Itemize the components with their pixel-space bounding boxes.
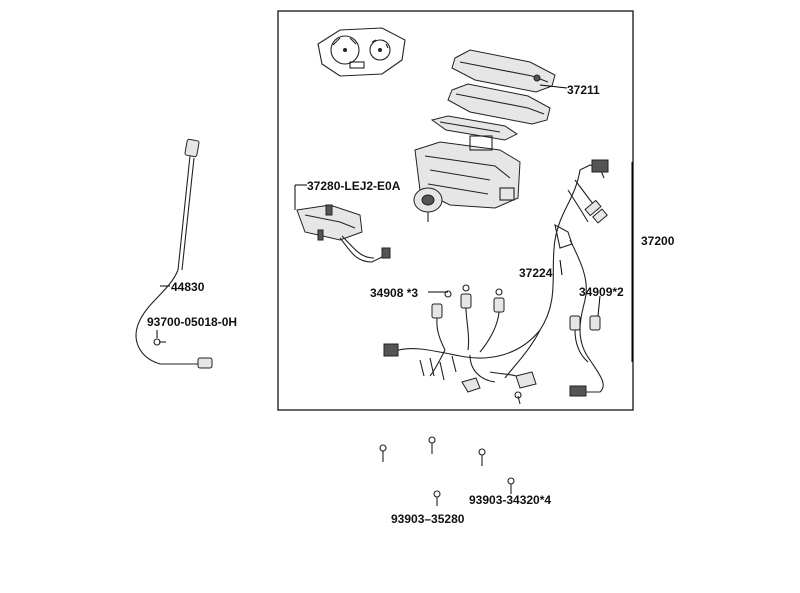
label-34908: 34908 *3 (370, 286, 418, 300)
label-93903-34320: 93903-34320*4 (469, 493, 551, 507)
leader-lines (156, 84, 633, 362)
meter-case-illustration (413, 135, 521, 222)
label-37211: 37211 (567, 83, 600, 97)
bulb-sockets-illustration (431, 284, 601, 363)
speedometer-cable-illustration (135, 138, 213, 369)
label-34909: 34909*2 (579, 285, 624, 299)
harness-clamps-illustration (419, 355, 537, 405)
sensor-unit-illustration (296, 204, 391, 263)
meter-lens-illustration (430, 49, 556, 141)
assembly-frame (277, 10, 634, 411)
label-37224: 37224 (519, 266, 553, 280)
label-44830: 44830 (171, 280, 205, 294)
meter-face-illustration (317, 27, 406, 77)
label-37280-lej2-e0a: 37280-LEJ2-E0A (307, 179, 401, 193)
label-37200: 37200 (641, 234, 675, 248)
label-93903-35280: 93903–35280 (391, 512, 465, 526)
label-93700-05018-0h: 93700-05018-0H (147, 315, 237, 329)
loose-screws-illustration (379, 436, 515, 506)
